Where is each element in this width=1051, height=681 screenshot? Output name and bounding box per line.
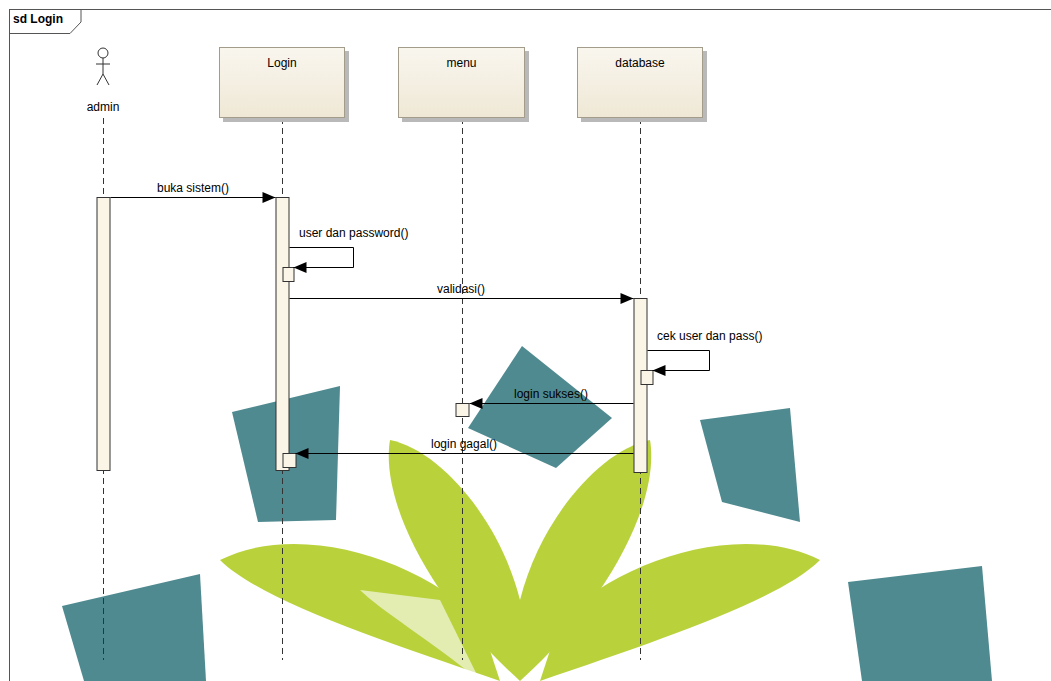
actor-figure bbox=[73, 42, 133, 92]
message-label: login gagal() bbox=[431, 437, 497, 451]
activation-bar bbox=[283, 454, 296, 468]
arrow-head bbox=[653, 365, 666, 376]
message-label: buka sistem() bbox=[157, 181, 229, 195]
message-label: user dan password() bbox=[299, 226, 408, 240]
arrow-head bbox=[621, 293, 634, 304]
lifeline bbox=[462, 118, 463, 660]
lifeline-name: Login bbox=[220, 48, 344, 70]
arrow-head bbox=[470, 398, 483, 409]
activation-bar bbox=[283, 268, 294, 282]
message-label: validasi() bbox=[437, 282, 485, 296]
arrow-head bbox=[263, 192, 276, 203]
lifeline-name: database bbox=[578, 48, 702, 70]
arrow-head bbox=[294, 262, 307, 273]
lifeline-name: menu bbox=[399, 48, 524, 70]
actor: admin bbox=[73, 42, 133, 118]
activation-bar bbox=[97, 198, 110, 471]
message-label: login sukses() bbox=[514, 387, 588, 401]
lifeline-head: menu bbox=[398, 47, 525, 118]
activation-bar bbox=[641, 371, 653, 385]
actor-name: admin bbox=[73, 100, 133, 114]
frame-tab bbox=[10, 10, 82, 34]
activation-bar bbox=[634, 299, 647, 473]
message-label: cek user dan pass() bbox=[657, 329, 762, 343]
message-arrow bbox=[648, 351, 710, 377]
activation-bar bbox=[276, 198, 289, 471]
frame-border bbox=[10, 10, 1051, 681]
lifeline-head: database bbox=[577, 47, 703, 118]
arrow-head bbox=[296, 448, 309, 459]
lifeline-head: Login bbox=[219, 47, 345, 118]
watermark-logo bbox=[62, 346, 992, 681]
activation-bar bbox=[456, 404, 469, 417]
message-arrow bbox=[290, 248, 354, 274]
frame-title: sd Login bbox=[13, 12, 63, 26]
